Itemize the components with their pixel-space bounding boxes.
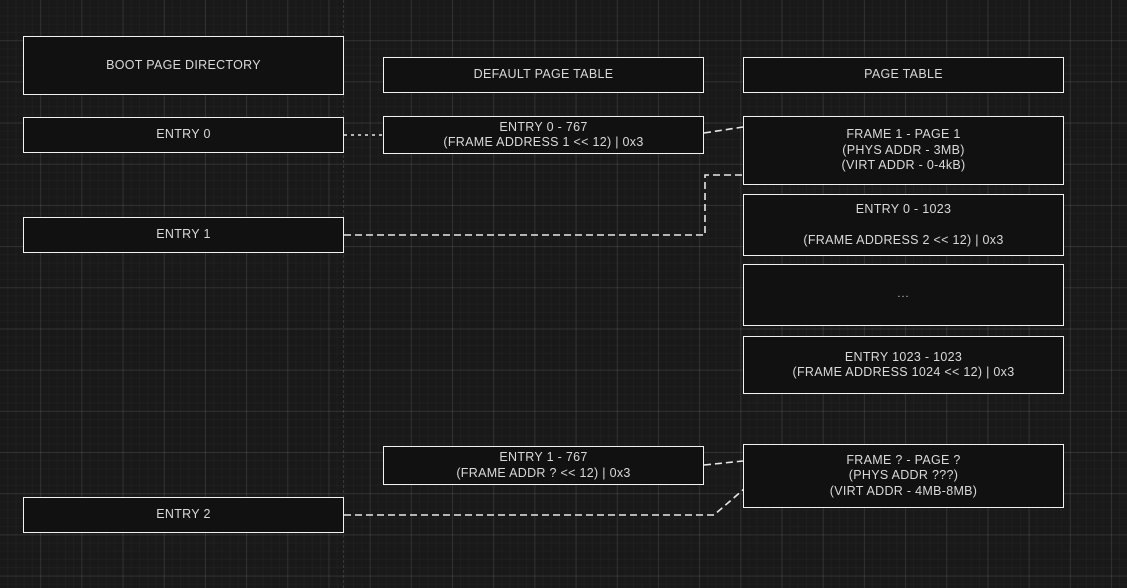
boot-entry-1[interactable]: ENTRY 1 xyxy=(23,217,344,253)
connector-entry1-to-page-table xyxy=(344,174,743,236)
boot-entry-2[interactable]: ENTRY 2 xyxy=(23,497,344,533)
page-table-frame-1[interactable]: FRAME 1 - PAGE 1 (PHYS ADDR - 3MB) (VIRT… xyxy=(743,116,1064,185)
boot-page-directory-header: BOOT PAGE DIRECTORY xyxy=(23,36,344,95)
connector-default-entry0-to-frame1 xyxy=(703,126,744,134)
page-table-entry-0-1023[interactable]: ENTRY 0 - 1023 (FRAME ADDRESS 2 << 12) |… xyxy=(743,194,1064,256)
page-table-entry-1023-1023[interactable]: ENTRY 1023 - 1023 (FRAME ADDRESS 1024 <<… xyxy=(743,336,1064,394)
default-page-table-entry-1[interactable]: ENTRY 1 - 767 (FRAME ADDR ? << 12) | 0x3 xyxy=(383,446,704,485)
default-page-table-entry-0[interactable]: ENTRY 0 - 767 (FRAME ADDRESS 1 << 12) | … xyxy=(383,116,704,154)
page-table-frame-q[interactable]: FRAME ? - PAGE ? (PHYS ADDR ???) (VIRT A… xyxy=(743,444,1064,508)
page-table-ellipsis[interactable]: ... xyxy=(743,264,1064,326)
boot-entry-0[interactable]: ENTRY 0 xyxy=(23,117,344,153)
connector-default-entry1-to-frame-q xyxy=(703,460,744,466)
connector-entry2-to-frame-q xyxy=(344,488,745,516)
vertical-guide-line xyxy=(343,0,344,588)
default-page-table-header: DEFAULT PAGE TABLE xyxy=(383,57,704,93)
page-table-header: PAGE TABLE xyxy=(743,57,1064,93)
